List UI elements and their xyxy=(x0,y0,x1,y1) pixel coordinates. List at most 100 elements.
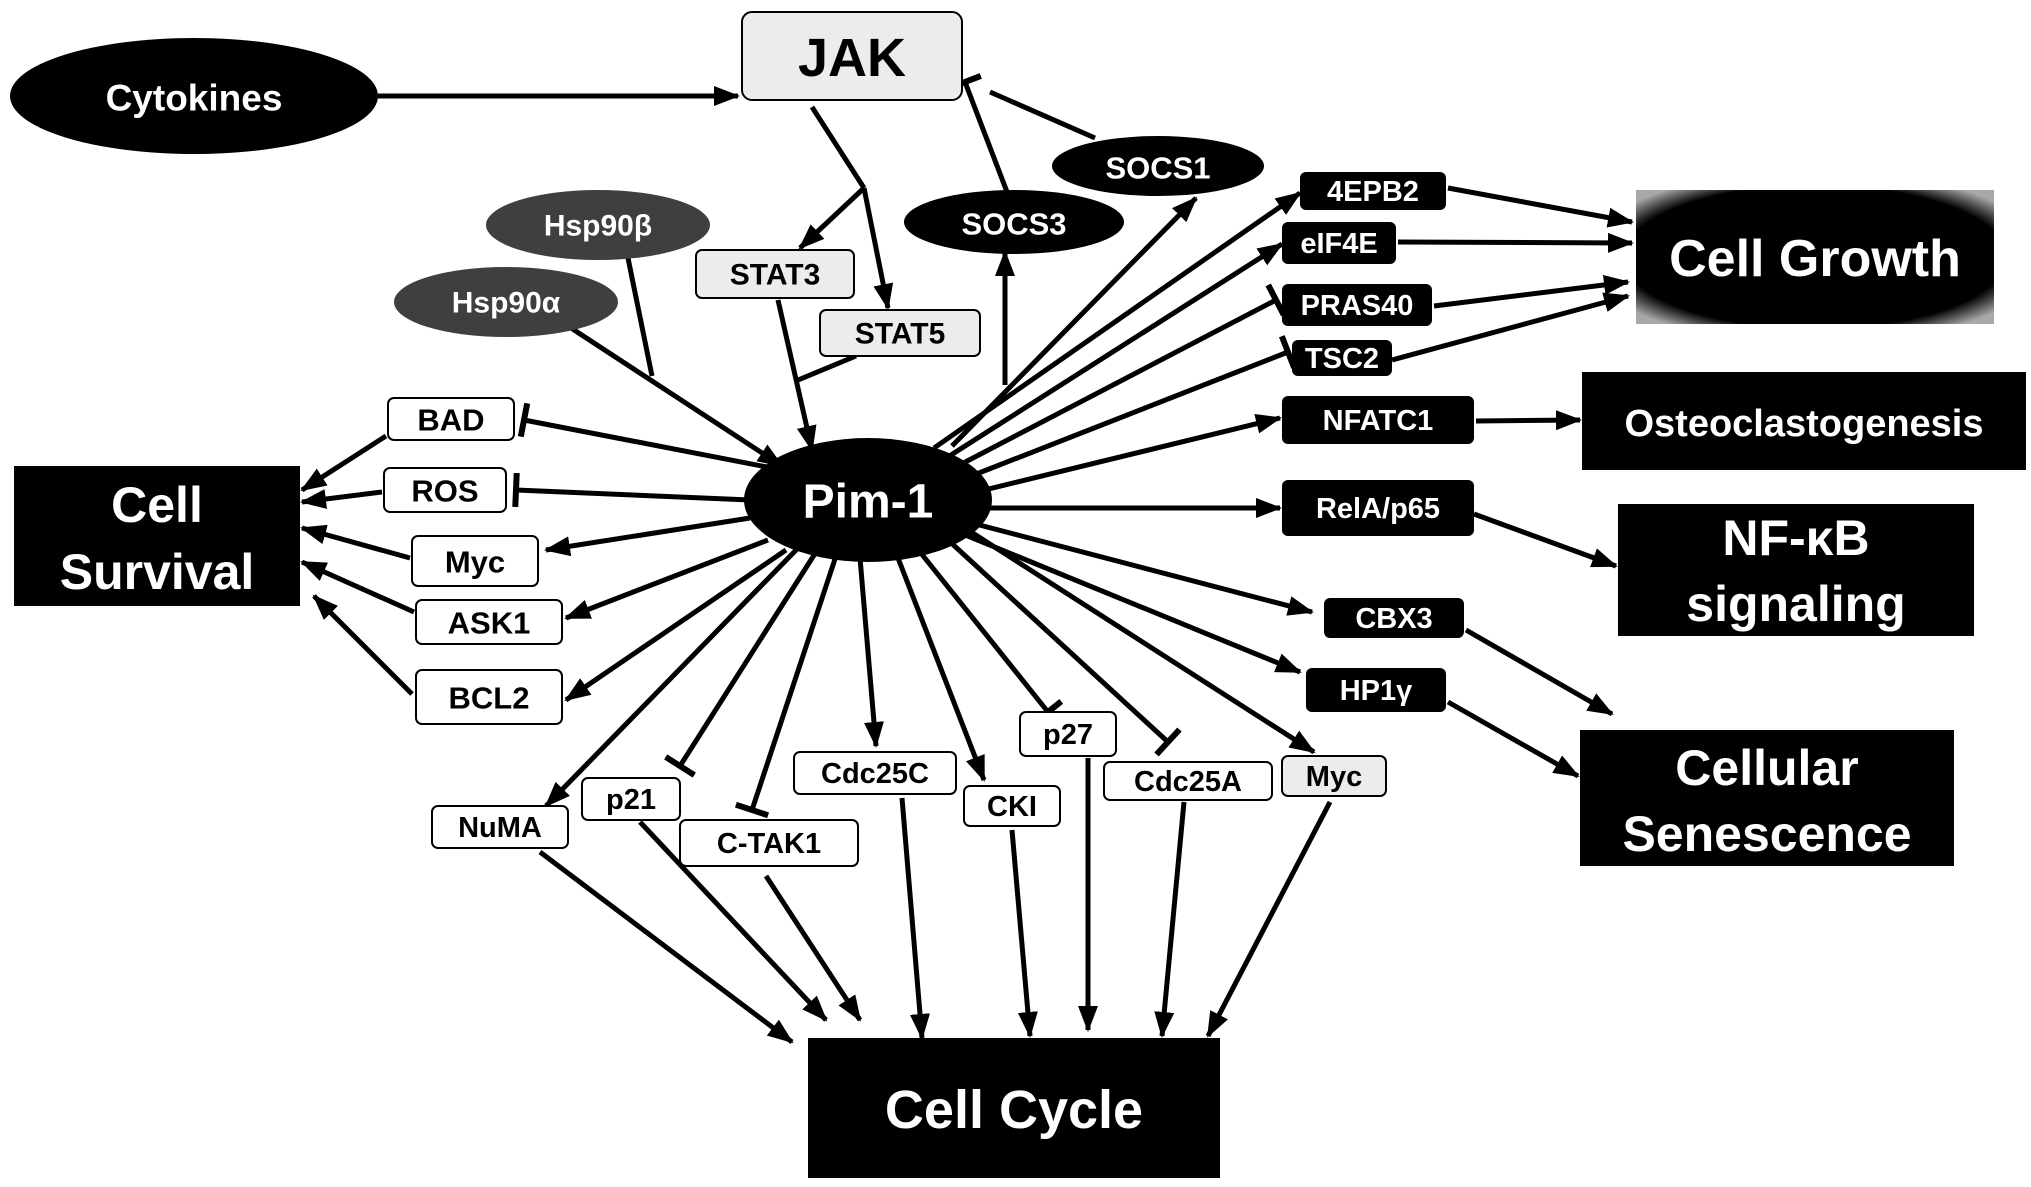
edge-rela-nfkb xyxy=(1473,511,1618,569)
node-pras40-label: PRAS40 xyxy=(1301,290,1414,322)
edge-stat5-pim1 xyxy=(797,353,857,383)
edges xyxy=(300,73,1634,1044)
edge-pim1-cki xyxy=(895,557,987,782)
outcome-cell-growth: Cell Growth xyxy=(1636,190,1994,324)
edge-pim1-cbx3 xyxy=(967,519,1314,616)
edge-bad-survival xyxy=(300,433,388,493)
edge-hsp90b-junction xyxy=(625,257,655,377)
node-numa-label: NuMA xyxy=(458,812,542,844)
outcome-nfkb: NF-κB signaling xyxy=(1618,504,1974,636)
node-p27: p27 xyxy=(1019,711,1117,757)
outcome-osteoclastogenesis: Osteoclastogenesis xyxy=(1582,372,2026,470)
node-cbx3-label: CBX3 xyxy=(1355,603,1432,635)
node-pim1: Pim-1 xyxy=(744,438,992,562)
node-4epb2-label: 4EPB2 xyxy=(1327,176,1419,208)
edge-pim1-4epb2 xyxy=(932,190,1302,451)
outcome-nfkb-line1: NF-κB xyxy=(1722,510,1869,566)
node-cdc25c: Cdc25C xyxy=(793,751,957,795)
edge-pim1-ctak1 xyxy=(734,555,839,819)
node-socs1: SOCS1 xyxy=(1052,136,1264,196)
edge-pim1-cdc25c xyxy=(857,557,884,748)
node-tsc2: TSC2 xyxy=(1292,340,1392,376)
node-nfatc1-label: NFATC1 xyxy=(1323,405,1434,437)
edge-cbx3-senescence xyxy=(1464,627,1614,717)
node-hsp90b: Hsp90β xyxy=(486,190,710,260)
node-socs3-label: SOCS3 xyxy=(961,207,1066,242)
edge-socs1-junction xyxy=(988,89,1097,141)
node-jak: JAK xyxy=(741,11,963,101)
edge-myc-bottom-cycle xyxy=(1205,800,1333,1038)
edge-pim1-pras40 xyxy=(948,283,1287,473)
node-cki: CKI xyxy=(963,785,1061,827)
edge-socs-jak-inhibit xyxy=(948,73,1015,206)
node-bcl2: BCL2 xyxy=(415,669,563,725)
edge-jak-stat3 xyxy=(798,186,866,250)
edge-hsp90a-pim1 xyxy=(566,323,784,469)
node-cdc25a: Cdc25A xyxy=(1103,761,1273,801)
nodes: Cytokines JAK SOCS1 SOCS3 Hsp90β Hsp90α xyxy=(10,11,2026,1178)
edge-myc-left-survival xyxy=(300,524,411,561)
node-stat5-label: STAT5 xyxy=(855,318,946,351)
node-rela-label: RelA/p65 xyxy=(1316,493,1440,525)
edge-4epb2-growth xyxy=(1447,185,1634,228)
node-rela: RelA/p65 xyxy=(1282,480,1474,536)
outcome-cell-survival-line1: Cell xyxy=(111,477,203,533)
outcome-cell-survival-line2: Survival xyxy=(60,544,255,600)
edge-pim1-hp1g xyxy=(957,529,1302,675)
edge-jak-stat-branch xyxy=(809,105,867,190)
edge-pras40-growth xyxy=(1433,275,1630,309)
node-p21-label: p21 xyxy=(606,784,656,816)
edge-pim1-tsc2 xyxy=(955,335,1297,485)
node-socs1-label: SOCS1 xyxy=(1105,151,1210,186)
node-hp1g-label: HP1γ xyxy=(1340,675,1413,707)
node-ctak1-label: C-TAK1 xyxy=(717,828,821,860)
node-socs3: SOCS3 xyxy=(904,190,1124,254)
node-hsp90a: Hsp90α xyxy=(394,267,618,337)
edge-pim1-ros xyxy=(512,472,751,508)
node-pras40: PRAS40 xyxy=(1282,284,1432,326)
node-myc-bottom: Myc xyxy=(1281,755,1387,797)
edge-ros-survival xyxy=(300,489,383,509)
node-myc-left-label: Myc xyxy=(445,545,505,580)
node-4epb2: 4EPB2 xyxy=(1300,172,1446,210)
edge-pim1-numa xyxy=(544,544,802,808)
outcome-cell-survival: Cell Survival xyxy=(14,466,300,606)
node-hsp90a-label: Hsp90α xyxy=(452,287,561,320)
node-stat3-label: STAT3 xyxy=(730,259,821,292)
node-stat3: STAT3 xyxy=(695,249,855,299)
node-tsc2-label: TSC2 xyxy=(1305,343,1379,375)
edge-pim1-eif4e xyxy=(938,241,1284,465)
edge-pim1-cdc25a xyxy=(946,538,1182,757)
node-bcl2-label: BCL2 xyxy=(449,681,530,716)
node-cdc25c-label: Cdc25C xyxy=(821,758,929,790)
edge-tsc2-growth xyxy=(1391,292,1630,363)
edge-jak-stat5 xyxy=(861,187,894,310)
outcome-cell-cycle-label: Cell Cycle xyxy=(885,1080,1143,1140)
node-cbx3: CBX3 xyxy=(1324,598,1464,638)
node-ros-label: ROS xyxy=(411,474,478,509)
edge-cdc25a-cycle xyxy=(1154,801,1187,1038)
outcome-senescence-line1: Cellular xyxy=(1675,740,1858,796)
outcome-osteoclastogenesis-label: Osteoclastogenesis xyxy=(1624,403,1983,445)
edge-pim1-p27 xyxy=(918,550,1064,725)
node-ctak1: C-TAK1 xyxy=(679,819,859,867)
node-cki-label: CKI xyxy=(987,791,1037,823)
edge-bcl2-survival xyxy=(312,594,414,696)
edge-cki-cycle xyxy=(1009,829,1038,1038)
node-eif4e: eIF4E xyxy=(1282,222,1396,264)
node-myc-bottom-label: Myc xyxy=(1306,761,1362,793)
edge-numa-cycle xyxy=(538,850,794,1044)
edge-p21-cycle xyxy=(638,820,828,1022)
edge-hp1g-senescence xyxy=(1446,699,1580,779)
edge-pim1-bcl2 xyxy=(564,547,788,703)
node-eif4e-label: eIF4E xyxy=(1300,228,1377,260)
node-ask1-label: ASK1 xyxy=(448,606,531,641)
node-p27-label: p27 xyxy=(1043,719,1093,751)
outcome-cell-growth-label: Cell Growth xyxy=(1669,230,1961,288)
node-jak-label: JAK xyxy=(798,28,906,88)
node-hsp90b-label: Hsp90β xyxy=(544,210,652,243)
outcome-nfkb-line2: signaling xyxy=(1686,576,1905,632)
node-nfatc1: NFATC1 xyxy=(1282,396,1474,444)
edge-pim1-p21 xyxy=(664,550,819,778)
